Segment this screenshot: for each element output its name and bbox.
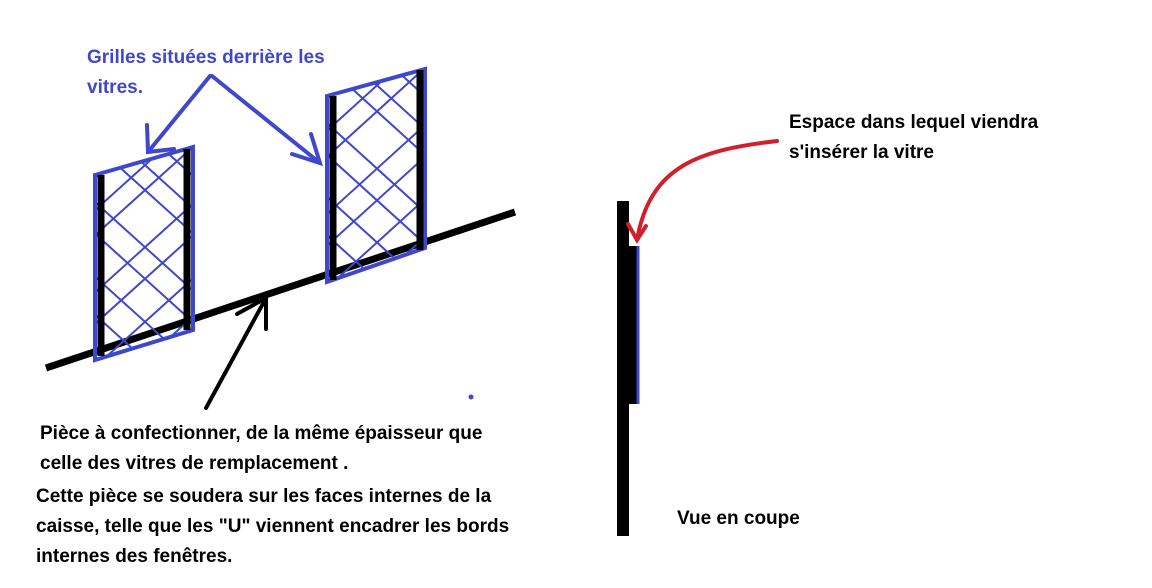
piece-arrow	[204, 294, 268, 410]
section-u-piece	[629, 246, 639, 404]
grille-left-mesh	[95, 147, 193, 360]
section-black-bar	[617, 201, 629, 536]
grille-right-mesh	[327, 69, 425, 282]
piece-label-line-1: Pièce à confectionner, de la même épaiss…	[40, 423, 483, 444]
grilles-label-line-1: Grilles situées derrière les	[87, 47, 325, 68]
grille-right-frame	[325, 66, 427, 285]
grille-left	[93, 144, 195, 363]
piece-label-line-2: celle des vitres de remplacement .	[40, 453, 349, 474]
stray-dot	[468, 394, 474, 400]
espace-label-line-1: Espace dans lequel viendra	[789, 112, 1039, 133]
espace-arrow	[626, 139, 779, 244]
soudure-label: Cette pièce se soudera sur les faces int…	[36, 482, 509, 572]
piece-label: Pièce à confectionner, de la même épaiss…	[40, 419, 482, 479]
grilles-label-line-2: vitres.	[87, 77, 143, 98]
grilles-arrows	[145, 74, 324, 167]
soudure-label-line-3: internes des fenêtres.	[36, 546, 233, 567]
espace-label-line-2: s'insérer la vitre	[789, 142, 934, 163]
grilles-label: Grilles situées derrière les vitres.	[87, 43, 325, 103]
section-view	[617, 201, 640, 536]
piece-beam	[44, 208, 517, 372]
grille-left-frame	[93, 144, 195, 363]
vue-label: Vue en coupe	[677, 508, 800, 529]
soudure-label-line-2: caisse, telle que les "U" viennent encad…	[36, 516, 510, 537]
grille-right	[325, 66, 427, 285]
espace-label: Espace dans lequel viendra s'insérer la …	[789, 108, 1038, 168]
soudure-label-line-1: Cette pièce se soudera sur les faces int…	[36, 486, 492, 507]
